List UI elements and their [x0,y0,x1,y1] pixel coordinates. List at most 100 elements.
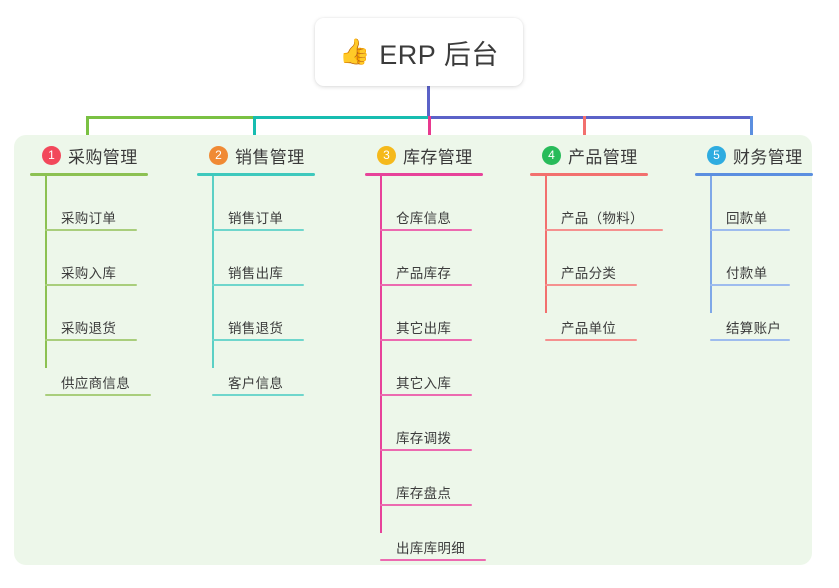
branch-column-5: 5 财务管理 回款单 付款单 结算账户 [695,143,839,341]
leaf-rule [45,284,137,286]
branch-column-2: 2 销售管理 销售订单 销售出库 销售退货 客户信息 [197,143,357,396]
leaf-list-3: 仓库信息 产品库存 其它出库 其它入库 库存调拨 库存盘点 出库库明细 [380,176,535,561]
leaf-item[interactable]: 库存调拨 [380,396,535,451]
branch-header-5[interactable]: 5 财务管理 [695,143,839,167]
trunk-segment-purple [429,116,753,119]
leaf-rule [45,339,137,341]
leaf-item[interactable]: 销售出库 [212,231,357,286]
leaf-item[interactable]: 销售退货 [212,286,357,341]
leaf-label: 客户信息 [228,376,284,391]
leaf-label: 产品库存 [396,266,452,281]
leaf-label: 采购订单 [61,211,117,226]
leaf-item[interactable]: 库存盘点 [380,451,535,506]
branch-badge-1: 1 [42,145,61,165]
leaf-item[interactable]: 产品（物料） [545,176,710,231]
leaf-rule [212,339,304,341]
leaf-rule [380,394,472,396]
leaf-label: 销售订单 [228,211,284,226]
branch-badge-3: 3 [377,145,396,165]
leaf-rule [545,339,637,341]
leaf-rule [710,284,790,286]
leaf-label: 回款单 [726,211,768,226]
leaf-spine-2 [212,176,214,368]
leaf-item[interactable]: 结算账户 [710,286,839,341]
leaf-spine-1 [45,176,47,368]
leaf-rule [380,284,472,286]
branch-badge-2: 2 [209,145,228,165]
leaf-label: 其它入库 [396,376,452,391]
leaf-rule [380,559,486,561]
branch-column-3: 3 库存管理 仓库信息 产品库存 其它出库 其它入库 库存调拨 库存盘点 [365,143,535,561]
leaf-label: 库存调拨 [396,431,452,446]
leaf-spine-5 [710,176,712,313]
branch-badge-5: 5 [707,145,726,165]
branch-header-2[interactable]: 2 销售管理 [197,143,357,167]
leaf-rule [45,229,137,231]
leaf-rule [380,339,472,341]
branch-rule-2 [197,173,315,176]
leaf-label: 产品分类 [561,266,617,281]
branch-rule-4 [530,173,648,176]
root-node-card[interactable]: 👍 ERP 后台 [315,18,523,86]
leaf-item[interactable]: 产品单位 [545,286,710,341]
leaf-item[interactable]: 出库库明细 [380,506,535,561]
leaf-rule [212,394,304,396]
leaf-rule [212,284,304,286]
leaf-label: 销售退货 [228,321,284,336]
leaf-label: 其它出库 [396,321,452,336]
leaf-label: 采购退货 [61,321,117,336]
leaf-rule [45,394,151,396]
leaf-rule [545,229,663,231]
leaf-rule [710,339,790,341]
leaf-rule [545,284,637,286]
branch-header-1[interactable]: 1 采购管理 [30,143,190,167]
leaf-label: 产品（物料） [561,211,644,226]
branch-rule-5 [695,173,813,176]
leaf-label: 供应商信息 [61,376,130,391]
branch-title-3: 库存管理 [403,147,473,167]
leaf-rule [380,449,472,451]
drop-line-col-2 [253,116,256,144]
leaf-item[interactable]: 采购订单 [45,176,190,231]
leaf-item[interactable]: 采购入库 [45,231,190,286]
leaf-item[interactable]: 销售订单 [212,176,357,231]
leaf-rule [380,504,472,506]
branch-rule-3 [365,173,483,176]
leaf-item[interactable]: 产品分类 [545,231,710,286]
branch-header-3[interactable]: 3 库存管理 [365,143,535,167]
drop-line-col-1 [86,116,89,144]
leaf-item[interactable]: 回款单 [710,176,839,231]
leaf-item[interactable]: 付款单 [710,231,839,286]
branch-column-4: 4 产品管理 产品（物料） 产品分类 产品单位 [530,143,710,341]
leaf-label: 出库库明细 [396,541,465,556]
leaf-spine-3 [380,176,382,533]
branch-header-4[interactable]: 4 产品管理 [530,143,710,167]
leaf-label: 结算账户 [726,321,782,336]
branch-badge-4: 4 [542,145,561,165]
leaf-item[interactable]: 其它入库 [380,341,535,396]
leaf-label: 采购入库 [61,266,117,281]
branch-rule-1 [30,173,148,176]
leaf-item[interactable]: 其它出库 [380,286,535,341]
leaf-item[interactable]: 客户信息 [212,341,357,396]
root-stem-line [427,86,430,118]
leaf-rule [380,229,472,231]
branch-title-4: 产品管理 [568,147,638,167]
leaf-list-4: 产品（物料） 产品分类 产品单位 [545,176,710,341]
branch-title-1: 采购管理 [68,147,138,167]
leaf-item[interactable]: 供应商信息 [45,341,190,396]
drop-line-col-4 [583,116,586,144]
branch-title-5: 财务管理 [733,147,803,167]
thumbs-up-icon: 👍 [339,37,371,66]
leaf-label: 库存盘点 [396,486,452,501]
leaf-label: 仓库信息 [396,211,452,226]
leaf-list-1: 采购订单 采购入库 采购退货 供应商信息 [45,176,190,396]
trunk-segment-teal [253,116,430,119]
drop-line-col-5 [750,116,753,144]
leaf-rule [212,229,304,231]
leaf-item[interactable]: 采购退货 [45,286,190,341]
drop-line-col-3 [428,116,431,144]
leaf-spine-4 [545,176,547,313]
leaf-item[interactable]: 仓库信息 [380,176,535,231]
leaf-item[interactable]: 产品库存 [380,231,535,286]
